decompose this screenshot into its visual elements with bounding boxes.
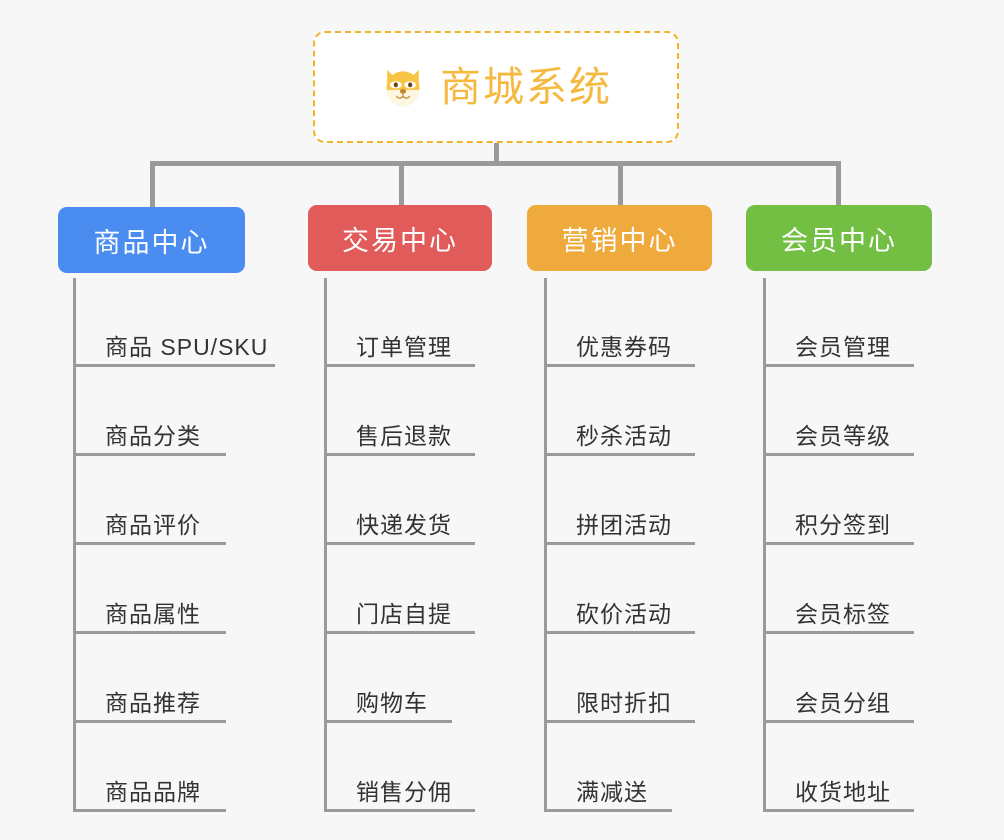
- leaf-item[interactable]: 会员分组: [763, 634, 914, 723]
- leaf-item[interactable]: 满减送: [544, 723, 672, 812]
- root-node-shopping-mall-system[interactable]: 商城系统: [313, 31, 679, 143]
- category-label-transaction-center: 交易中心: [342, 225, 458, 256]
- leaf-spine-marketing-center: [544, 278, 547, 812]
- leaf-label: 销售分佣: [356, 778, 452, 805]
- leaf-spine-product-center: [73, 278, 76, 812]
- leaf-item[interactable]: 订单管理: [324, 278, 475, 367]
- category-label-product-center: 商品中心: [93, 227, 210, 258]
- leaf-item[interactable]: 积分签到: [763, 456, 914, 545]
- connector-drop-2: [399, 161, 404, 206]
- leaf-item[interactable]: 限时折扣: [544, 634, 695, 723]
- leaf-item[interactable]: 销售分佣: [324, 723, 475, 812]
- leaf-item[interactable]: 商品分类: [73, 367, 226, 456]
- leaf-label: 会员管理: [795, 333, 891, 360]
- leaf-label: 商品推荐: [105, 689, 201, 716]
- category-box-marketing-center[interactable]: 营销中心: [527, 205, 712, 271]
- leaf-item[interactable]: 拼团活动: [544, 456, 695, 545]
- leaf-label: 会员等级: [795, 422, 891, 449]
- leaf-label: 拼团活动: [576, 511, 672, 538]
- leaf-label: 满减送: [576, 778, 648, 805]
- leaf-label: 售后退款: [356, 422, 452, 449]
- leaf-label: 砍价活动: [576, 600, 672, 627]
- leaf-item[interactable]: 门店自提: [324, 545, 475, 634]
- category-label-marketing-center: 营销中心: [561, 225, 678, 256]
- leaf-item[interactable]: 优惠券码: [544, 278, 695, 367]
- leaf-item[interactable]: 会员标签: [763, 545, 914, 634]
- leaf-item[interactable]: 快递发货: [324, 456, 475, 545]
- category-box-product-center[interactable]: 商品中心: [58, 207, 245, 273]
- leaf-label: 商品品牌: [105, 778, 201, 805]
- leaf-label: 快递发货: [356, 511, 452, 538]
- leaf-label: 购物车: [356, 689, 428, 716]
- leaf-label: 商品评价: [105, 511, 201, 538]
- leaf-label: 限时折扣: [576, 689, 672, 716]
- category-label-member-center: 会员中心: [781, 225, 897, 256]
- leaf-item[interactable]: 商品品牌: [73, 723, 226, 812]
- leaf-label: 会员标签: [795, 600, 891, 627]
- connector-root-stem: [494, 143, 499, 164]
- leaf-label: 会员分组: [795, 689, 891, 716]
- leaf-item[interactable]: 商品 SPU/SKU: [73, 278, 275, 367]
- category-box-member-center[interactable]: 会员中心: [746, 205, 932, 271]
- dog-face-icon: [386, 69, 420, 107]
- leaf-spine-transaction-center: [324, 278, 327, 812]
- connector-horizontal-bus: [150, 161, 840, 166]
- leaf-item[interactable]: 售后退款: [324, 367, 475, 456]
- leaf-label: 商品 SPU/SKU: [105, 333, 269, 360]
- leaf-item[interactable]: 砍价活动: [544, 545, 695, 634]
- leaf-item[interactable]: 秒杀活动: [544, 367, 695, 456]
- connector-drop-4: [836, 161, 841, 206]
- leaf-item[interactable]: 会员管理: [763, 278, 914, 367]
- leaf-item[interactable]: 会员等级: [763, 367, 914, 456]
- leaf-item[interactable]: 收货地址: [763, 723, 914, 812]
- leaf-label: 商品属性: [105, 600, 201, 627]
- leaf-label: 优惠券码: [576, 333, 672, 360]
- connector-drop-3: [618, 161, 623, 206]
- leaf-item[interactable]: 商品评价: [73, 456, 226, 545]
- leaf-label: 订单管理: [356, 333, 452, 360]
- leaf-label: 积分签到: [795, 511, 891, 538]
- leaf-label: 门店自提: [356, 600, 452, 627]
- leaf-item[interactable]: 购物车: [324, 634, 452, 723]
- leaf-item[interactable]: 商品属性: [73, 545, 226, 634]
- connector-drop-1: [150, 161, 155, 208]
- leaf-item[interactable]: 商品推荐: [73, 634, 226, 723]
- leaf-label: 收货地址: [795, 778, 891, 805]
- leaf-label: 商品分类: [105, 422, 201, 449]
- leaf-label: 秒杀活动: [576, 422, 672, 449]
- leaf-spine-member-center: [763, 278, 766, 812]
- root-node-title: 商城系统: [440, 63, 612, 110]
- category-box-transaction-center[interactable]: 交易中心: [308, 205, 492, 271]
